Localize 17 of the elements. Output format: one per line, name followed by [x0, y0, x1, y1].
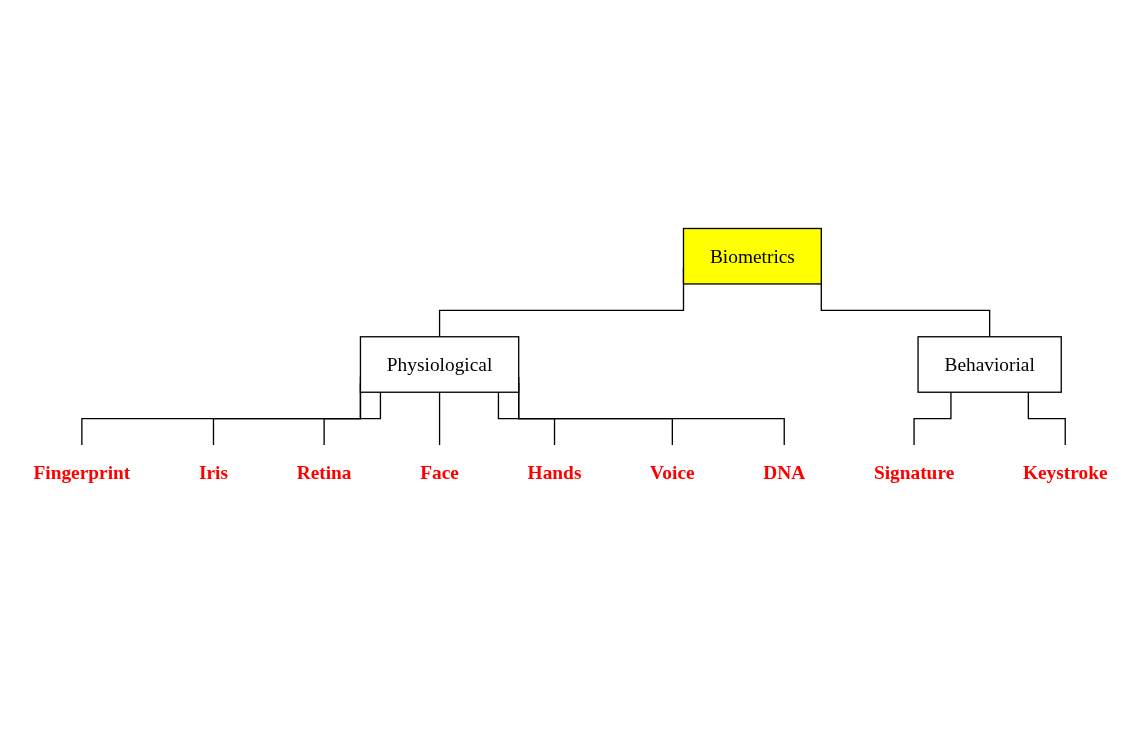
connector	[1027, 391, 1066, 446]
node-box: Physiological	[359, 336, 520, 393]
connector	[913, 391, 952, 446]
node-text: Voice	[650, 461, 695, 484]
node-text: Fingerprint	[33, 461, 131, 484]
node-text: DNA	[763, 461, 806, 484]
node-text: Iris	[198, 461, 229, 484]
node-text: Signature	[873, 461, 955, 484]
node-text: Retina	[296, 461, 352, 484]
node-box: Behaviorial	[917, 336, 1062, 393]
node-text: Keystroke	[1022, 461, 1108, 484]
connector	[438, 391, 441, 446]
node-text: Face	[420, 461, 459, 484]
connector	[497, 391, 556, 446]
node-box: Biometrics	[682, 227, 822, 285]
connector	[323, 391, 382, 446]
node-text: Hands	[527, 461, 582, 484]
